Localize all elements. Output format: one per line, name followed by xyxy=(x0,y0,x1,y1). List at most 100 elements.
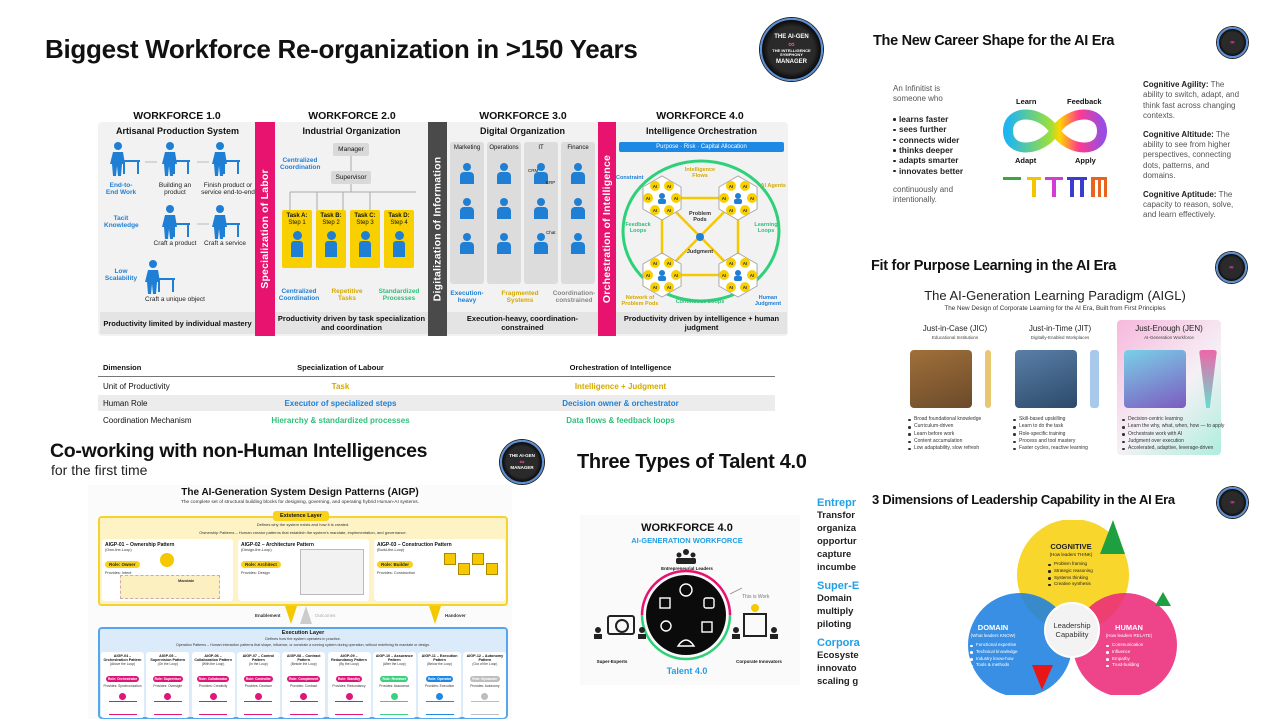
existence-layer-label: Existence Layer xyxy=(273,511,329,521)
flow-icon xyxy=(425,700,454,715)
task-box: Task B:Step 2 xyxy=(316,210,346,268)
supervisor-box: Supervisor xyxy=(331,171,371,184)
role-pill: Role: Bystander xyxy=(470,675,500,682)
infinity-icon: ∞ xyxy=(519,458,525,466)
pattern-provides: Provides: Autonomy xyxy=(470,683,500,688)
orchestration-cell: Data flows & feedback loops xyxy=(566,415,675,425)
operation-pattern-card: AIGP-07 – Control Pattern(In the Loop)Ro… xyxy=(236,652,280,718)
department-column: Operations xyxy=(487,142,521,284)
manager-box: Manager xyxy=(333,143,369,156)
ai-agent-label: AI xyxy=(653,184,658,189)
block-icon xyxy=(444,553,456,565)
pattern-provides: Provides: Assurance xyxy=(379,683,410,688)
label-judgment: Judgment xyxy=(687,249,713,255)
worker-body-icon xyxy=(497,207,511,219)
human-body-icon xyxy=(734,199,742,204)
operation-pattern-card: AIGP-08 – Contract Pattern(Beside the Lo… xyxy=(282,652,326,718)
ai-agent-label: AI xyxy=(653,261,658,266)
operation-pattern-card: AIGP-05 – Supervision Pattern(On the Loo… xyxy=(146,652,190,718)
existence-note: Ownership Patterns – Human creator patte… xyxy=(199,530,407,535)
operation-pattern-card: AIGP-10 – Assurance Pattern(After the Lo… xyxy=(372,652,416,718)
owner-icon xyxy=(160,553,174,567)
human-body-icon xyxy=(658,276,666,281)
flow-icon xyxy=(335,700,363,715)
worker-icon xyxy=(463,163,471,171)
wf1-footer: Productivity limited by individual maste… xyxy=(100,312,255,334)
orchestration-cell: Intelligence + Judgment xyxy=(574,381,667,391)
pattern-title: AIGP-06 – Collaboration Pattern xyxy=(194,654,232,663)
talent-section-title: Super-E xyxy=(817,580,860,592)
loop-ring xyxy=(621,159,781,303)
pattern-provides: Provides: Construction xyxy=(377,570,416,575)
badge-bottom: MANAGER xyxy=(510,464,534,470)
flow-icon xyxy=(380,700,409,715)
ai-agent-label: AI xyxy=(743,184,748,189)
ai-agent-icon xyxy=(726,180,736,191)
worker-body-icon xyxy=(460,207,474,219)
department-column: Finance xyxy=(561,142,595,284)
role-pill: Role: Orchestrator xyxy=(105,675,140,682)
standardized-processes-label: Standardized Processes xyxy=(378,288,420,303)
corporate-innovators-icon xyxy=(732,604,778,639)
venn-circle-name: DOMAIN xyxy=(977,623,1009,632)
wf4-footer: Productivity driven by intelligence + hu… xyxy=(616,312,787,334)
ai-agent-icon xyxy=(726,257,736,268)
label-line: Loops xyxy=(630,228,647,234)
worker-body-icon xyxy=(393,240,405,257)
venn-circle-sub: (How leaders THINK) xyxy=(1049,552,1093,557)
flow-icon xyxy=(470,700,499,715)
learning-bullet: Faster cycles, reactive learning xyxy=(1013,445,1088,452)
talent-section-line: capture xyxy=(817,549,852,560)
existence-pattern-card: AIGP-01 – Ownership Pattern(Own-the-Loop… xyxy=(102,539,233,601)
loop-label-apply: Apply xyxy=(1075,156,1096,165)
learning-bullet: Decision-centric learning xyxy=(1122,416,1224,423)
venn-item: Communication xyxy=(1106,642,1143,649)
trait-item: thinks deeper xyxy=(893,145,963,155)
ai-agent-icon xyxy=(671,193,681,203)
pattern-provides: Provides: Oversight xyxy=(153,683,183,688)
ai-agent-label: AI xyxy=(729,184,734,189)
ai-gen-manager-badge: ∞ xyxy=(1217,27,1248,58)
venn-circle-name: COGNITIVE xyxy=(1050,542,1092,551)
pattern-title: AIGP-09 – Redundancy Pattern xyxy=(331,654,367,663)
worker-icon xyxy=(500,198,508,206)
pattern-title: AIGP-04 – Orchestration Pattern xyxy=(103,654,142,663)
dash-shape xyxy=(1003,177,1021,180)
entrepreneurial-leaders-label: Entrepreneurial Leaders xyxy=(661,566,713,571)
flow-icon xyxy=(244,700,273,715)
definition: Cognitive Altitude: The ability to see f… xyxy=(1143,130,1243,182)
task-step: Step 2 xyxy=(322,219,340,226)
worker-body-icon xyxy=(291,240,303,257)
department-label: Operations xyxy=(489,145,519,151)
divider-label: Orchestration of Intelligence xyxy=(601,154,614,304)
flow-icon xyxy=(289,700,318,715)
coordination-constrained-label: Coordination-constrained xyxy=(552,290,596,305)
ai-agent-label: AI xyxy=(743,285,748,290)
this-is-work-label: This is Work xyxy=(742,594,770,600)
divider-label: Specialization of Labor xyxy=(259,169,271,289)
department-column: Marketing xyxy=(450,142,484,284)
venn-item: Strategic reasoning xyxy=(1048,568,1093,575)
loop-label-feedback: Feedback xyxy=(1067,97,1102,106)
step-label: Craft a unique object xyxy=(145,296,205,303)
learning-bullet: Curriculum-driven xyxy=(908,423,981,430)
outcomes-arrow-icon xyxy=(300,606,312,624)
talent-section-line: opportur xyxy=(817,536,857,547)
label-line: Judgment xyxy=(755,301,781,307)
ai-gen-manager-badge: ∞ xyxy=(1217,487,1248,518)
dimension-cell: Coordination Mechanism xyxy=(103,415,192,425)
ai-agent-label: AI xyxy=(729,208,734,213)
wf4-header: WORKFORCE 4.0 xyxy=(656,110,744,122)
label-line: Problem Pods xyxy=(622,301,659,307)
specialization-cell: Executor of specialized steps xyxy=(284,398,397,408)
pattern-title: AIGP-10 – Assurance Pattern xyxy=(375,654,413,663)
operation-pattern-card: AIGP-11 – Execution Pattern(Below the Lo… xyxy=(418,652,462,718)
definition-term: Cognitive Altitude: xyxy=(1143,129,1214,139)
ai-agent-label: AI xyxy=(729,285,734,290)
pattern-loop: (Build-the-Loop) xyxy=(377,548,405,552)
artisan-workers-icons xyxy=(110,142,240,294)
ai-agent-label: AI xyxy=(667,261,672,266)
